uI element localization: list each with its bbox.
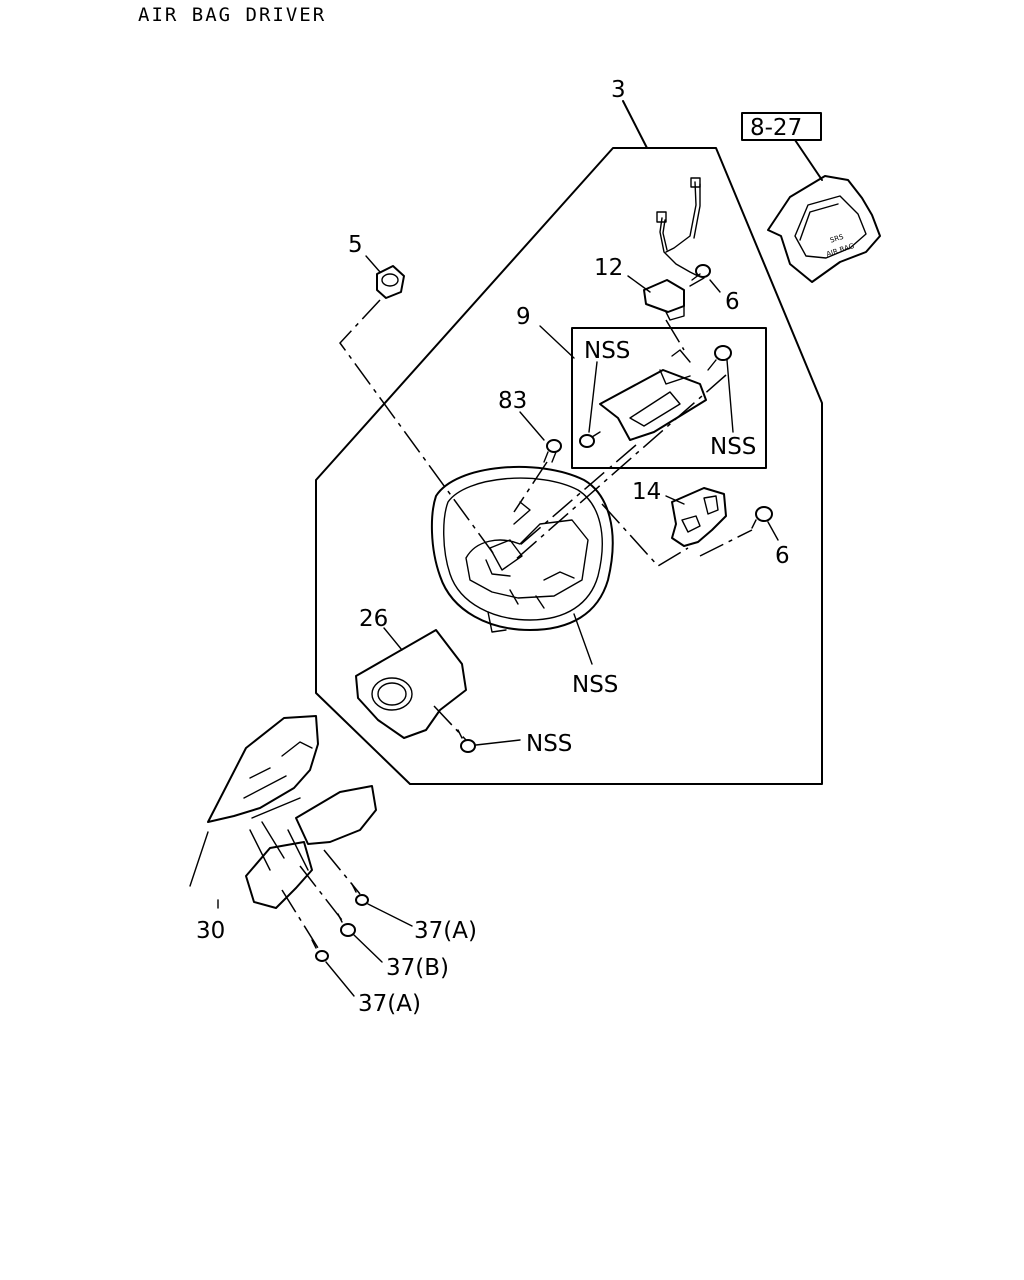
callout-12: 12 bbox=[594, 255, 623, 281]
airbag-module: SRS AIR BAG bbox=[767, 175, 881, 283]
leader-12 bbox=[627, 275, 651, 293]
leader-nss-box-right bbox=[726, 359, 734, 433]
dash-26-screw bbox=[433, 705, 467, 741]
dash-14-screw bbox=[699, 529, 753, 557]
part-12-harness bbox=[643, 177, 701, 321]
steering-wheel bbox=[430, 465, 614, 633]
callout-5: 5 bbox=[348, 232, 363, 258]
part-6-screw-top bbox=[689, 264, 711, 287]
leader-nss-wheel bbox=[573, 613, 593, 665]
callout-37a-lower: 37(A) bbox=[358, 991, 421, 1017]
callout-9: 9 bbox=[516, 304, 531, 330]
nss-screw-26 bbox=[457, 729, 476, 753]
leader-26 bbox=[383, 627, 403, 651]
callout-3: 3 bbox=[611, 77, 626, 103]
callout-nss-box-right: NSS bbox=[710, 434, 756, 460]
callout-14: 14 bbox=[632, 479, 661, 505]
callout-nss-box-top: NSS bbox=[584, 338, 630, 364]
dash-37-2 bbox=[299, 865, 346, 925]
leader-6-right bbox=[767, 521, 779, 541]
leader-5-dash bbox=[339, 299, 494, 554]
callout-83: 83 bbox=[498, 388, 527, 414]
leader-30 bbox=[189, 831, 209, 887]
dash-83 bbox=[513, 461, 548, 513]
leader-37a-lower bbox=[325, 961, 355, 997]
link-bracket-connector bbox=[665, 319, 685, 351]
dash-37-1 bbox=[323, 849, 361, 895]
leader-8-27 bbox=[794, 139, 823, 181]
dash-37-3 bbox=[281, 889, 319, 949]
nss-screw-right bbox=[707, 345, 732, 371]
part-30-column-cover bbox=[207, 715, 377, 909]
dash-nss-right bbox=[514, 374, 727, 561]
airbag-module-text-1: SRS bbox=[829, 233, 845, 245]
bracket-box-9 bbox=[571, 327, 767, 469]
leader-37b bbox=[353, 934, 383, 963]
leader-9 bbox=[539, 325, 575, 359]
callout-30: 30 bbox=[196, 918, 225, 944]
part-14-cover bbox=[671, 487, 727, 547]
dash-14 bbox=[601, 503, 689, 567]
page-title: AIR BAG DRIVER bbox=[138, 4, 327, 26]
leader-83 bbox=[519, 411, 545, 441]
callout-37b: 37(B) bbox=[386, 955, 449, 981]
leader-nss-box-top bbox=[588, 361, 598, 433]
part-6-screw-right bbox=[751, 506, 773, 529]
dash-9-wheel bbox=[519, 444, 637, 546]
part-83-screw bbox=[543, 439, 562, 463]
callout-6-top: 6 bbox=[725, 289, 740, 315]
leader-nss-screw bbox=[475, 739, 521, 746]
callout-nss-wheel: NSS bbox=[572, 672, 618, 698]
nss-screw-left bbox=[579, 431, 601, 448]
callout-8-27: 8-27 bbox=[750, 115, 802, 141]
callout-nss-screw: NSS bbox=[526, 731, 572, 757]
part-5-nut bbox=[376, 265, 405, 299]
part-26-cover bbox=[355, 629, 467, 739]
leader-37a-upper bbox=[367, 903, 413, 927]
leader-6-top bbox=[709, 279, 721, 293]
group-outline-3 bbox=[315, 147, 823, 785]
callout-6-right: 6 bbox=[775, 543, 790, 569]
leader-14 bbox=[665, 495, 685, 505]
callout-37a-upper: 37(A) bbox=[414, 918, 477, 944]
ref-box-8-27 bbox=[741, 112, 822, 141]
callout-26: 26 bbox=[359, 606, 388, 632]
leader-5 bbox=[365, 255, 381, 273]
leader-3 bbox=[622, 100, 648, 149]
airbag-module-text-2: AIR BAG bbox=[825, 242, 855, 259]
part-37a-screw-lower bbox=[311, 939, 329, 962]
